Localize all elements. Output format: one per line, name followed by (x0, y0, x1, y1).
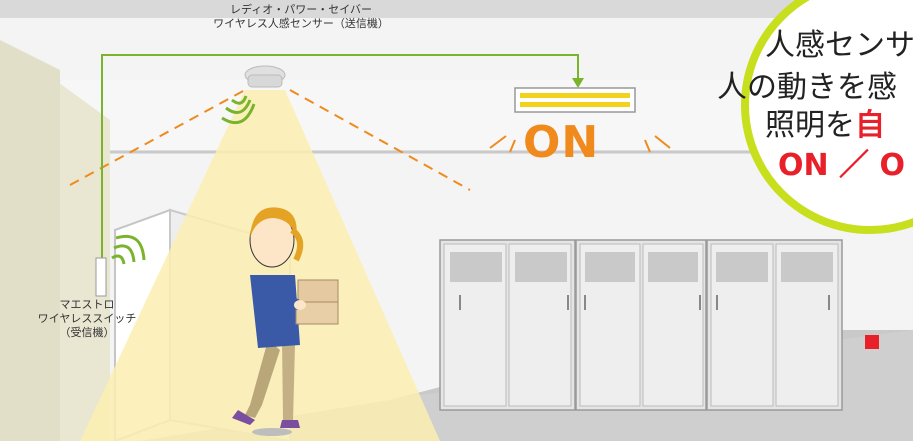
signal-line (101, 54, 579, 260)
switch-wave-icon (111, 254, 126, 265)
sensor-wave-icon (231, 95, 248, 105)
light-on-status: ON (523, 117, 600, 168)
signal-arrow (572, 78, 584, 88)
sensor-label: レディオ・パワー・セイバー ワイヤレス人感センサー（送信機） (136, 3, 466, 31)
switch-label-line1: マエストロ (59, 298, 115, 311)
wireless-switch (95, 257, 107, 297)
callout-text: 人感センサ 人の動きを感 照明を自 ON ／ O (717, 0, 913, 240)
lockers (439, 239, 843, 411)
switch-label-line3: （受信機） (59, 325, 115, 339)
sensor-detection-cone (80, 90, 440, 441)
person-carrying-box (232, 207, 339, 436)
switch-label-line2: ワイヤレススイッチ (37, 311, 137, 325)
callout-line2: 人の動きを感 (717, 70, 897, 105)
callout-line1: 人感センサ (765, 28, 913, 63)
callout-line4: ON ／ O (778, 148, 906, 183)
light-rays (489, 135, 671, 153)
sensor-label-line1: レディオ・パワー・セイバー (229, 3, 372, 16)
callout-line3: 照明を自 (765, 100, 885, 144)
ceiling-light-fixture (514, 87, 636, 113)
callout-line3-emphasis: 自 (855, 108, 885, 143)
detection-range-right (289, 89, 471, 191)
callout-line3-prefix: 照明を (765, 108, 855, 143)
callout-bubble (741, 0, 913, 234)
switch-label: マエストロ ワイヤレススイッチ （受信機） (12, 298, 162, 339)
red-square-bullet (865, 335, 879, 349)
sensor-label-line2: ワイヤレス人感センサー（送信機） (213, 16, 389, 30)
